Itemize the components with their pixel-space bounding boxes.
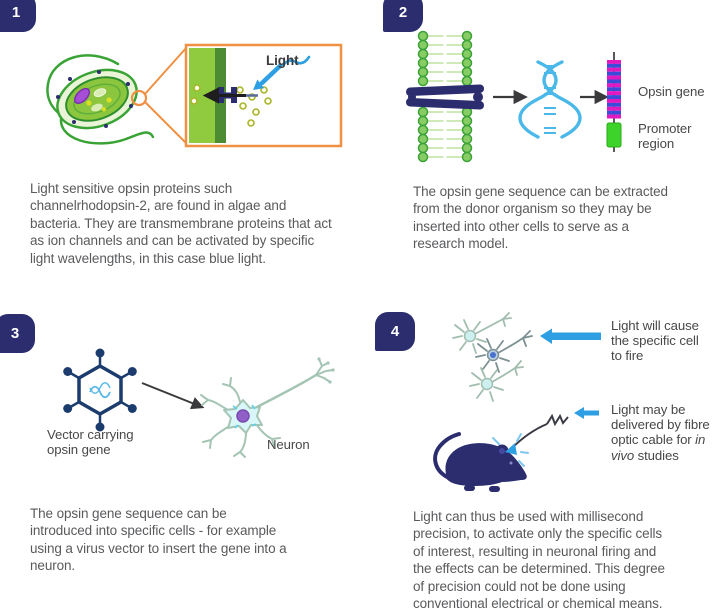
neuron-label: Neuron [267, 437, 310, 452]
extracted-protein-icon [406, 84, 484, 110]
implant-flash-icon [492, 433, 529, 467]
mouse-tail [433, 432, 461, 481]
fibre-optic-cable-icon [510, 413, 569, 450]
zoom-callout-lines [130, 46, 188, 145]
light-delivery-arrow-icon [574, 407, 599, 419]
label-line: the specific cell [611, 333, 699, 349]
caption-line: from the donor organism so they may be [413, 201, 652, 217]
label-line: opsin gene [47, 442, 111, 458]
label-line: Light may be [611, 402, 686, 417]
caption-line: conventional electrical or chemical mean… [413, 596, 663, 609]
dna-helix-icon [518, 60, 582, 139]
light-label: Light [266, 53, 299, 68]
caption-line: Light sensitive opsin proteins such [30, 181, 233, 196]
light-fire-arrow-icon [540, 328, 601, 344]
caption-line: of interest, resulting in neuronal firin… [413, 543, 657, 559]
opsin-gene-label: Opsin gene [638, 84, 705, 99]
caption-line: of precision could not be done using [413, 578, 626, 594]
caption-line: precision, to activate only the specific… [413, 526, 663, 542]
gene-construct-icon [606, 52, 622, 152]
caption-line: Light can thus be used with millisecond [413, 509, 644, 524]
light-arrow-icon [253, 55, 311, 90]
caption-line: light wavelengths, in this case blue lig… [30, 250, 266, 266]
caption-line: inserted into other cells to serve as a [413, 218, 629, 234]
neuron-nucleus [236, 409, 250, 423]
light-delivery-label: Light may be delivered by fibre optic ca… [611, 402, 710, 463]
label-line: optic cable for in [611, 432, 706, 448]
caption-line: neuron. [30, 558, 76, 574]
membrane-inset-illustration [184, 43, 343, 148]
ion-dots [190, 84, 272, 127]
label-line: Promoter [638, 121, 692, 136]
algae-cell-icon [46, 54, 155, 145]
light-fire-label: Light will cause the specific cell to fi… [611, 318, 699, 364]
neuron-icon [200, 357, 335, 458]
arrow-vector-to-neuron [141, 382, 205, 410]
lipid-bilayer-illustration [406, 30, 484, 163]
label-line: Light will cause [611, 318, 699, 333]
mouse-illustration [433, 413, 569, 492]
step-1-badge: 1 [0, 0, 36, 32]
caption-line: the effects can be determined. This degr… [413, 561, 665, 577]
caption-line: The opsin gene sequence can be extracted [413, 184, 668, 199]
caption-step-3: The opsin gene sequence can be introduce… [30, 505, 360, 575]
caption-step-4: Light can thus be used with millisecond … [413, 508, 718, 609]
channel-protein-icon [202, 87, 258, 104]
promoter-block [606, 122, 622, 148]
vector-label: Vector carrying opsin gene [47, 427, 134, 458]
caption-line: bacteria. They are transmembrane protein… [30, 215, 332, 231]
virus-vector-icon [63, 348, 137, 432]
caption-line: introduced into specific cells - for exa… [30, 523, 277, 539]
caption-line: channelrhodopsin-2, are found in algae a… [30, 198, 287, 214]
promoter-region-label: Promoter region [638, 121, 692, 152]
caption-step-2: The opsin gene sequence can be extracted… [413, 183, 713, 253]
label-line: vivo studies [611, 447, 679, 463]
caption-line: as ion channels and can be activated by … [30, 233, 315, 249]
step-4-badge: 4 [375, 312, 415, 351]
caption-line: using a virus vector to insert the gene … [30, 540, 287, 556]
caption-line: The opsin gene sequence can be [30, 506, 227, 521]
target-neurons-illustration [452, 312, 533, 402]
step-3-badge: 3 [0, 314, 35, 353]
step-2-badge: 2 [383, 0, 423, 32]
caption-line: research model. [413, 236, 509, 252]
label-line: region [638, 136, 675, 152]
caption-step-1: Light sensitive opsin proteins such chan… [30, 180, 375, 267]
label-line: Vector carrying [47, 427, 134, 442]
label-line: to fire [611, 348, 644, 364]
label-line: delivered by fibre [611, 417, 710, 433]
